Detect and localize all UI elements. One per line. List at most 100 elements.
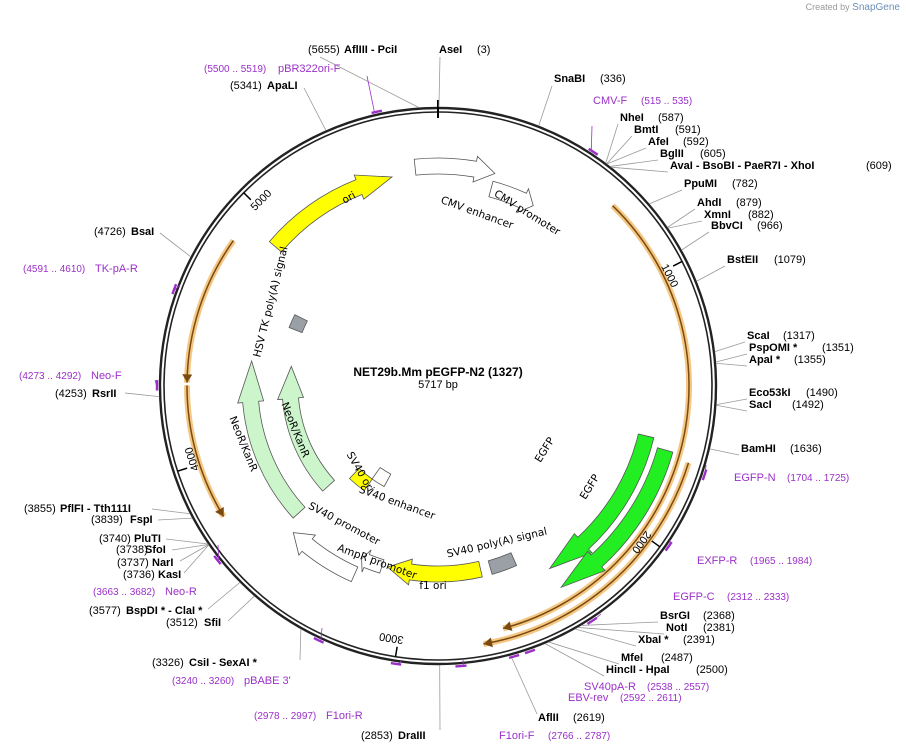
enzyme-site-label[interactable]: (3736) [123,569,155,581]
enzyme-site-label[interactable]: (1492) [792,399,824,411]
enzyme-site-label[interactable]: RsrII [92,388,116,400]
enzyme-site-label[interactable]: NheI [620,112,644,124]
enzyme-site-label[interactable]: (2391) [683,634,715,646]
enzyme-site-label[interactable]: AfeI [648,136,669,148]
enzyme-site-label[interactable]: SfiI [204,617,221,629]
primer-name[interactable]: F1ori-F [499,730,535,742]
enzyme-site-label[interactable]: BsrGI [660,610,690,622]
feature-hsv-tk-poly-a-signal[interactable] [288,314,308,334]
enzyme-site-label[interactable]: (1351) [822,342,854,354]
feature-neor-kanr[interactable] [237,359,306,519]
primer-name[interactable]: pBR322ori-F [278,63,341,75]
enzyme-site-label[interactable]: PflFI - Tth111I [60,503,131,515]
feature-ori[interactable] [268,174,394,253]
enzyme-site-label[interactable]: NarI [152,557,173,569]
enzyme-site-label[interactable]: FspI [130,514,153,526]
enzyme-site-label[interactable]: (5655) [308,44,340,56]
enzyme-site-label[interactable]: (3737) [117,557,149,569]
enzyme-site-label[interactable]: (3) [477,44,490,56]
primer-name[interactable]: CMV-F [593,95,628,107]
enzyme-site-label[interactable]: BsaI [131,226,154,238]
enzyme-site-label[interactable]: (4253) [55,388,87,400]
enzyme-site-label[interactable]: PpuMI [684,178,717,190]
enzyme-site-label[interactable]: NotI [666,622,687,634]
enzyme-site-label[interactable]: ApaLI [267,80,298,92]
feature-sv40-promoter[interactable] [292,532,359,583]
enzyme-site-label[interactable]: (2500) [696,664,728,676]
primer-name[interactable]: TK-pA-R [95,263,138,275]
enzyme-site-label[interactable]: (2853) [361,730,393,742]
enzyme-site-label[interactable]: CsiI - SexAI * [189,657,258,669]
enzyme-site-label[interactable]: (879) [736,197,762,209]
enzyme-site-label[interactable]: (587) [658,112,684,124]
enzyme-site-label[interactable]: AhdI [697,197,721,209]
enzyme-site-label[interactable]: (1355) [794,354,826,366]
feature-cmv-promoter[interactable] [488,180,534,214]
feature-sv40-poly-a-signal[interactable] [487,552,518,575]
enzyme-site-label[interactable]: (2381) [703,622,735,634]
enzyme-site-label[interactable]: (3512) [166,617,198,629]
enzyme-site-label[interactable]: (1490) [806,387,838,399]
enzyme-site-label[interactable]: (5341) [230,80,262,92]
enzyme-site-label[interactable]: (4726) [94,226,126,238]
enzyme-site-label[interactable]: (1317) [783,330,815,342]
primer-name[interactable]: Neo-F [91,370,122,382]
enzyme-site-label[interactable]: AflII [538,712,559,724]
enzyme-site-label[interactable]: (2487) [661,652,693,664]
feature-cmv-enhancer[interactable] [413,155,496,183]
feature-sv40-ori[interactable] [348,467,373,492]
enzyme-site-label[interactable]: XbaI * [638,634,669,646]
primer-name[interactable]: pBABE 3' [244,675,291,687]
enzyme-site-label[interactable]: AvaI - BsoBI - PaeR7I - XhoI [670,160,814,172]
enzyme-site-label[interactable]: (1636) [790,443,822,455]
enzyme-site-label[interactable]: (782) [732,178,758,190]
enzyme-site-label[interactable]: SnaBI [554,73,585,85]
enzyme-site-label[interactable]: PspOMI * [749,342,798,354]
primer-name[interactable]: F1ori-R [326,710,363,722]
enzyme-site-label[interactable]: (3839) [91,514,123,526]
feature-f1-ori[interactable] [386,558,483,586]
enzyme-site-label[interactable]: ApaI * [749,354,781,366]
feature-egfp[interactable] [560,447,674,589]
feature-ampr-promoter[interactable] [361,549,385,574]
enzyme-site-label[interactable]: XmnI [704,209,731,221]
enzyme-site-label[interactable]: (3577) [89,605,121,617]
enzyme-site-label[interactable]: (3740) [99,533,131,545]
primer-name[interactable]: EGFP-C [673,591,715,603]
enzyme-site-label[interactable]: (3738) [116,544,148,556]
enzyme-site-label[interactable]: (882) [748,209,774,221]
enzyme-site-label[interactable]: MfeI [621,652,643,664]
enzyme-site-label[interactable]: Eco53kI [749,387,791,399]
enzyme-site-label[interactable]: (592) [683,136,709,148]
enzyme-site-label[interactable]: BmtI [634,124,658,136]
enzyme-site-label[interactable]: BspDI * - ClaI * [126,605,203,617]
enzyme-site-label[interactable]: (591) [675,124,701,136]
enzyme-site-label[interactable]: PluTI [134,533,161,545]
primer-name[interactable]: EXFP-R [697,555,737,567]
primer-name[interactable]: Neo-R [165,586,197,598]
enzyme-site-label[interactable]: DraIII [398,730,426,742]
enzyme-site-label[interactable]: BglII [660,148,684,160]
enzyme-site-label[interactable]: HincII - HpaI [606,664,670,676]
enzyme-site-label[interactable]: (3326) [152,657,184,669]
feature-sv40-enhancer[interactable] [371,466,392,488]
enzyme-site-label[interactable]: BamHI [741,443,776,455]
enzyme-site-label[interactable]: (336) [600,73,626,85]
enzyme-site-label[interactable]: (3855) [24,503,56,515]
enzyme-site-label[interactable]: (966) [757,220,783,232]
feature-egfp[interactable] [548,433,655,570]
enzyme-site-label[interactable]: (605) [700,148,726,160]
primer-name[interactable]: SV40pA-R [584,681,636,693]
enzyme-site-label[interactable]: BstEII [727,254,758,266]
primer-name[interactable]: EBV-rev [568,692,609,704]
primer-name[interactable]: EGFP-N [734,472,776,484]
enzyme-site-label[interactable]: (609) [866,160,892,172]
enzyme-site-label[interactable]: ScaI [747,330,770,342]
enzyme-site-label[interactable]: AflIII - PciI [344,44,397,56]
enzyme-site-label[interactable]: KasI [158,569,181,581]
enzyme-site-label[interactable]: (2368) [703,610,735,622]
enzyme-site-label[interactable]: BbvCI [711,220,743,232]
feature-neor-kanr[interactable] [276,365,336,492]
enzyme-site-label[interactable]: SacI [749,399,772,411]
enzyme-site-label[interactable]: SfoI [145,544,166,556]
